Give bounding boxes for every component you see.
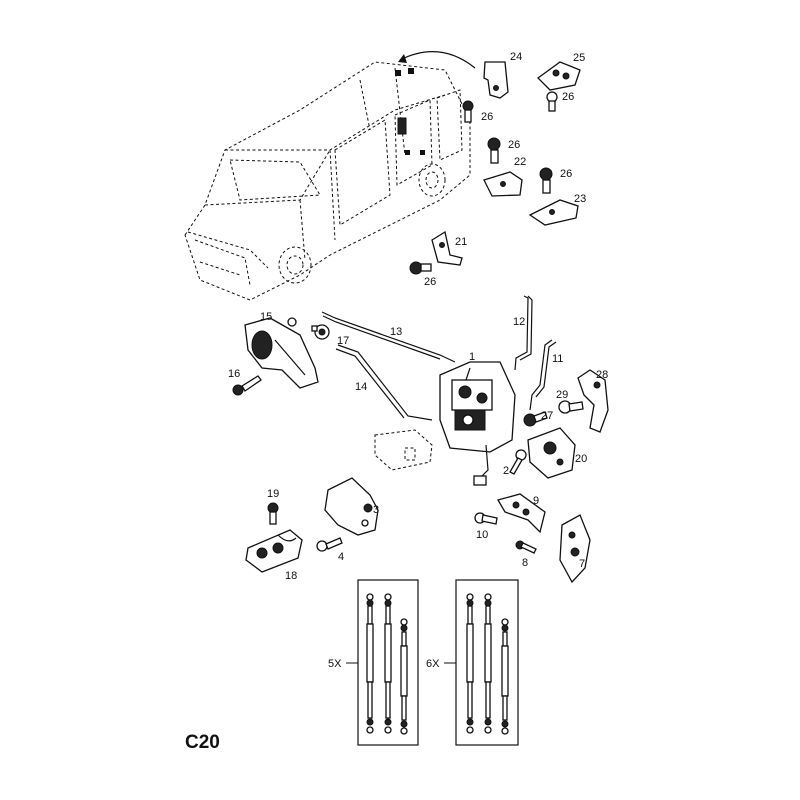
callout-14: 14 (355, 381, 367, 393)
part-18-bracket (245, 529, 303, 573)
part-10-screw (474, 512, 498, 525)
callout-26: 26 (560, 168, 572, 180)
callout-4: 4 (338, 551, 344, 563)
page-code: C20 (185, 732, 220, 753)
kit-5x-box (346, 579, 419, 746)
part-7-hinge (559, 514, 591, 584)
part-2-screw (509, 449, 527, 475)
part-26-screw (409, 261, 432, 275)
callout-10: 10 (476, 529, 488, 541)
callout-21: 21 (455, 236, 467, 248)
callout-25: 25 (573, 52, 585, 64)
part-17-connector (311, 324, 330, 340)
part-26-screw (546, 91, 558, 112)
callout-19: 19 (267, 488, 279, 500)
part-26-screw (539, 167, 553, 194)
part-15-handle (244, 317, 319, 389)
callout-29: 29 (556, 389, 568, 401)
part-28-bracket (577, 369, 609, 433)
kit-5x-label: 5X (328, 658, 342, 670)
part-21-bracket (431, 230, 463, 266)
part-29-screw (558, 400, 584, 414)
part-19-screw (267, 502, 279, 525)
part-20-striker (527, 427, 576, 479)
part-1-lock (439, 361, 516, 486)
callout-17: 17 (337, 335, 349, 347)
callout-26: 26 (508, 139, 520, 151)
callout-27: 27 (541, 410, 553, 422)
callout-7: 7 (579, 558, 585, 570)
callout-3: 3 (373, 504, 379, 516)
part-4-screw (316, 537, 343, 552)
callout-18: 18 (285, 570, 297, 582)
callout-22: 22 (514, 156, 526, 168)
kit-6x-box (444, 579, 519, 746)
callout-24: 24 (510, 51, 522, 63)
part-23-plate (528, 199, 579, 226)
callout-15: 15 (260, 311, 272, 323)
part-26-screw (462, 100, 474, 123)
callout-26: 26 (424, 276, 436, 288)
callout-20: 20 (575, 453, 587, 465)
callout-28: 28 (596, 369, 608, 381)
part-3-catch (324, 477, 379, 536)
callout-labels: 24 25 26 26 26 22 26 23 21 26 15 13 17 1… (185, 51, 608, 753)
callout-13: 13 (390, 326, 402, 338)
callout-2: 2 (503, 465, 509, 477)
callout-9: 9 (533, 495, 539, 507)
part-22-plate (483, 171, 523, 197)
part-27-screw (523, 411, 548, 427)
callout-23: 23 (574, 193, 586, 205)
callout-8: 8 (522, 557, 528, 569)
part-16-screw (232, 375, 262, 396)
part-lock-actuator-dashed (374, 429, 433, 471)
part-8-screw (515, 540, 537, 554)
callout-1: 1 (469, 351, 475, 363)
part-26-screw (487, 137, 501, 164)
kit-6x-label: 6X (426, 658, 440, 670)
callout-16: 16 (228, 368, 240, 380)
part-11-rod (529, 339, 553, 411)
van-illustration (184, 61, 471, 301)
part-24-bracket (483, 61, 509, 99)
callout-26: 26 (562, 91, 574, 103)
callout-11: 11 (552, 353, 563, 365)
part-12-rod (514, 295, 529, 371)
part-14-rod (337, 344, 433, 421)
part-25-clip (537, 61, 581, 91)
part-9-bracket (497, 493, 546, 534)
callout-12: 12 (513, 316, 525, 328)
part-13-rod (321, 311, 456, 363)
callout-26: 26 (481, 111, 493, 123)
